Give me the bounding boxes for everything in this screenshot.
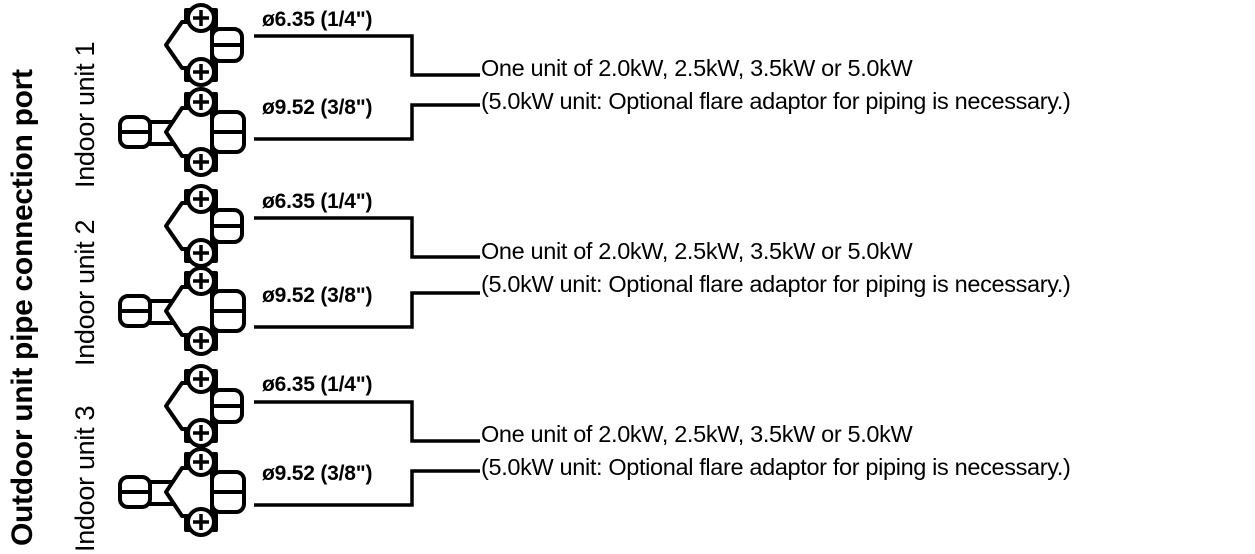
service-valve-gas-unit-3 bbox=[118, 447, 246, 537]
indoor-unit-1-label: Indoor unit 1 bbox=[70, 41, 100, 188]
leader-bracket-unit-1 bbox=[254, 34, 480, 77]
leader-bracket-unit-3-gas bbox=[254, 469, 480, 507]
capacity-note-unit-1-line1: One unit of 2.0kW, 2.5kW, 3.5kW or 5.0kW bbox=[481, 55, 913, 81]
capacity-note-unit-2: One unit of 2.0kW, 2.5kW, 3.5kW or 5.0kW… bbox=[481, 235, 1071, 301]
outdoor-unit-port-label: Outdoor unit pipe connection port bbox=[6, 69, 39, 546]
capacity-note-unit-3-line2: (5.0kW unit: Optional flare adaptor for … bbox=[481, 454, 1071, 480]
leader-bracket-unit-2-gas bbox=[254, 291, 480, 329]
service-valve-liquid-unit-1 bbox=[164, 3, 244, 87]
capacity-note-unit-1: One unit of 2.0kW, 2.5kW, 3.5kW or 5.0kW… bbox=[481, 52, 1071, 118]
capacity-note-unit-2-line2: (5.0kW unit: Optional flare adaptor for … bbox=[481, 271, 1071, 297]
leader-bracket-unit-3 bbox=[254, 400, 480, 443]
leader-bracket-unit-1-gas bbox=[254, 103, 480, 141]
service-valve-gas-unit-1 bbox=[118, 87, 246, 177]
service-valve-gas-unit-2 bbox=[118, 266, 246, 356]
pipe-size-liquid-unit-2: ø6.35 (1/4") bbox=[262, 190, 373, 213]
capacity-note-unit-3: One unit of 2.0kW, 2.5kW, 3.5kW or 5.0kW… bbox=[481, 418, 1071, 484]
pipe-size-liquid-unit-3: ø6.35 (1/4") bbox=[262, 373, 373, 396]
indoor-unit-2-label: Indoor unit 2 bbox=[70, 219, 100, 366]
leader-bracket-unit-2 bbox=[254, 216, 480, 259]
capacity-note-unit-2-line1: One unit of 2.0kW, 2.5kW, 3.5kW or 5.0kW bbox=[481, 238, 913, 264]
indoor-unit-3-label: Indoor unit 3 bbox=[70, 405, 100, 552]
capacity-note-unit-3-line1: One unit of 2.0kW, 2.5kW, 3.5kW or 5.0kW bbox=[481, 421, 913, 447]
service-valve-liquid-unit-3 bbox=[164, 364, 244, 448]
pipe-size-gas-unit-1: ø9.52 (3/8") bbox=[262, 96, 373, 119]
service-valve-liquid-unit-2 bbox=[164, 184, 244, 268]
capacity-note-unit-1-line2: (5.0kW unit: Optional flare adaptor for … bbox=[481, 88, 1071, 114]
pipe-size-gas-unit-3: ø9.52 (3/8") bbox=[262, 462, 373, 485]
pipe-size-liquid-unit-1: ø6.35 (1/4") bbox=[262, 8, 373, 31]
pipe-size-gas-unit-2: ø9.52 (3/8") bbox=[262, 284, 373, 307]
